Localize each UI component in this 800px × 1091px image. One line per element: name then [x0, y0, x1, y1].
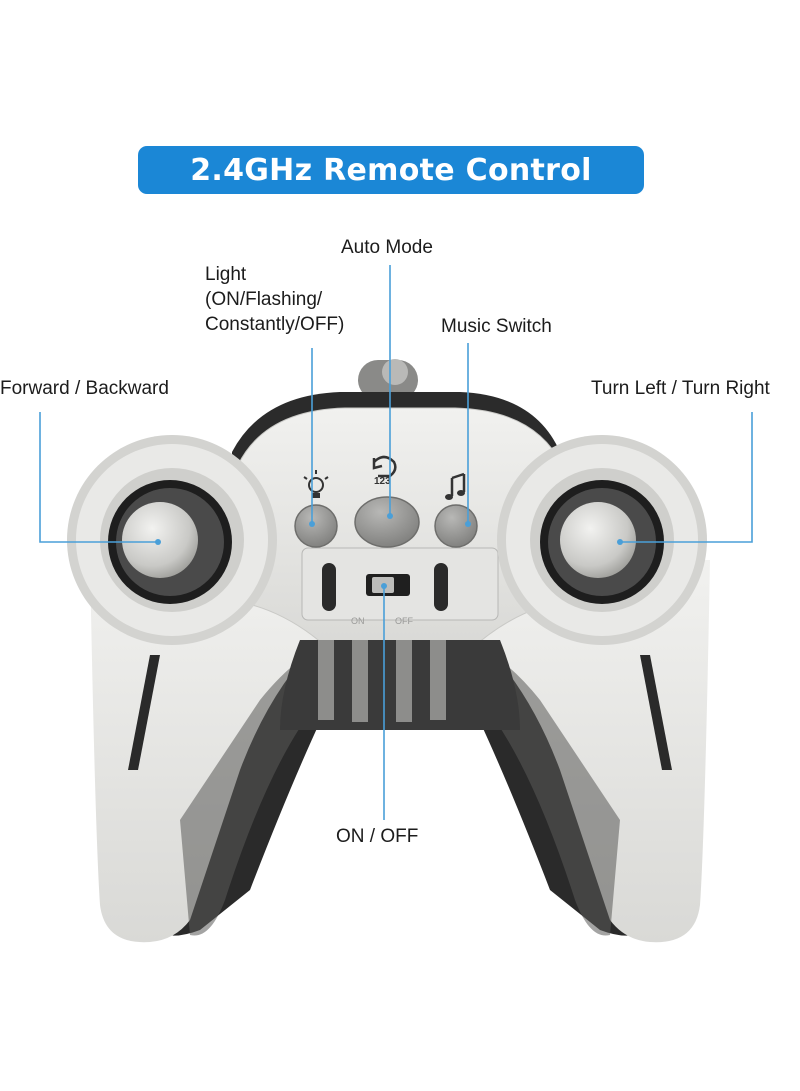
center-vents	[280, 640, 520, 730]
leader-dots	[155, 513, 623, 589]
right-grip	[480, 560, 710, 943]
light-bulb-icon	[303, 470, 329, 498]
switch-off-text: OFF	[395, 616, 413, 626]
music-note-icon	[445, 472, 466, 500]
auto-mode-icon: 123	[372, 455, 397, 487]
right-grip-slot	[640, 655, 672, 770]
left-grip	[90, 560, 320, 943]
forward-leader-line	[39, 412, 158, 543]
leader-lines	[39, 265, 753, 820]
power-switch[interactable]	[366, 574, 410, 596]
light-label: Light (ON/Flashing/ Constantly/OFF)	[205, 262, 344, 337]
light-label-line-3: Constantly/OFF)	[205, 314, 345, 335]
right-joystick[interactable]	[497, 435, 707, 645]
right-indicator-slot	[434, 563, 448, 611]
title-text: 2.4GHz Remote Control	[190, 152, 592, 188]
turn-label: Turn Left / Turn Right	[591, 378, 770, 399]
auto-icon-number: 123	[374, 476, 391, 487]
auto-mode-label: Auto Mode	[341, 237, 433, 258]
music-switch-label: Music Switch	[441, 316, 552, 337]
light-label-line-2: (ON/Flashing/	[205, 289, 323, 310]
antenna	[358, 359, 418, 400]
switch-on-text: ON	[351, 616, 365, 626]
forward-backward-label: Forward / Backward	[0, 378, 169, 399]
music-button[interactable]	[434, 504, 478, 548]
left-joystick[interactable]	[67, 435, 277, 645]
light-label-line-1: Light	[205, 264, 247, 285]
auto-mode-button[interactable]	[354, 496, 420, 548]
left-indicator-slot	[322, 563, 336, 611]
left-grip-slot	[128, 655, 160, 770]
turn-leader-line	[620, 412, 753, 543]
on-off-label: ON / OFF	[336, 826, 419, 847]
title-banner: 2.4GHz Remote Control	[138, 146, 644, 194]
light-button[interactable]	[294, 504, 338, 548]
